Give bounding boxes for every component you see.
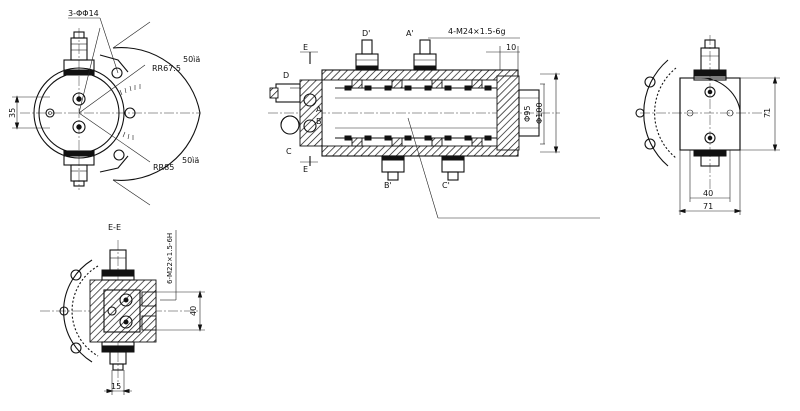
angle-bottom-label: 50ìä	[182, 156, 199, 165]
port-d-prime-label: D'	[362, 29, 370, 38]
angle-top-label: 50ìä	[183, 55, 200, 64]
port-d-label: D	[283, 71, 289, 80]
dim-40-right-label: 40	[703, 189, 713, 198]
radius-large-label: RR85	[153, 163, 174, 172]
thread-section-label: 6-M22×1.5-6H	[166, 233, 174, 284]
dim-71-bottom-label: 71	[703, 202, 713, 211]
port-b-prime-label: B'	[384, 181, 392, 190]
port-c-prime-label: C'	[442, 181, 450, 190]
port-a-prime-label: A'	[406, 29, 414, 38]
port-a-label: A	[316, 105, 322, 114]
dim-10-label: 10	[506, 43, 516, 52]
port-c-label: C	[286, 147, 292, 156]
left-end-view	[12, 17, 201, 206]
dim-35-label: 35	[8, 108, 17, 118]
port-b-label: B	[316, 117, 322, 126]
holes-label: 3-ΦΦ14	[68, 9, 99, 18]
thread-top-label: 4-M24×1.5-6g	[448, 27, 506, 36]
section-title: E-E	[108, 223, 121, 232]
dia-100-label: Φ100	[535, 102, 544, 124]
dim-40-section-label: 40	[189, 306, 198, 316]
dim-71-right-label: 71	[763, 108, 772, 118]
radius-small-label: RR67.5	[152, 64, 181, 73]
right-end-view	[635, 35, 780, 215]
dim-15-label: 15	[111, 382, 121, 391]
groove-set	[344, 85, 492, 141]
section-mark-e-bottom: E	[303, 165, 308, 174]
section-mark-e-top: E	[303, 43, 308, 52]
dia-95-label: Φ95	[523, 106, 532, 122]
section-e-e-view	[40, 230, 205, 395]
main-section-view	[268, 37, 600, 219]
